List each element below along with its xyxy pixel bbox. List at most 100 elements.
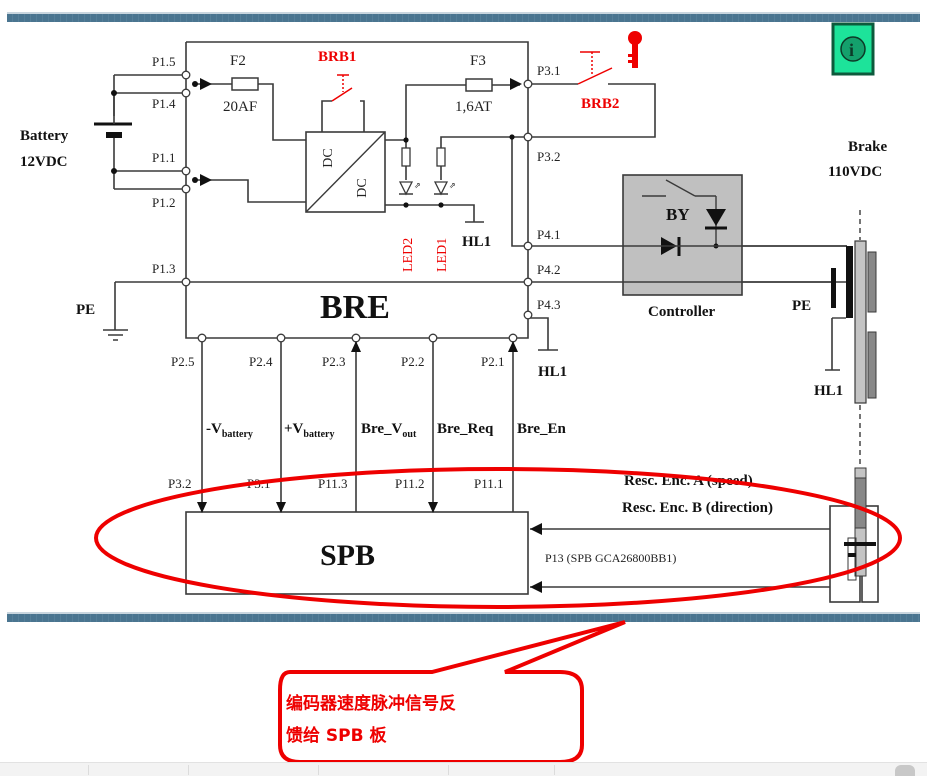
arrow-icon — [200, 78, 212, 90]
battery-voltage: 12VDC — [20, 154, 68, 170]
bre-frame-top — [186, 41, 529, 313]
footer-bar — [7, 612, 920, 622]
fuse-f2-icon — [231, 77, 259, 91]
battery-wires — [113, 74, 186, 190]
pin-label-p21: P2.1 — [481, 354, 504, 369]
brb1-wire — [321, 100, 365, 132]
junction-dot — [111, 168, 117, 174]
info-button[interactable]: i — [831, 22, 875, 76]
pin-label-p12: P1.2 — [152, 195, 175, 210]
battery-icon — [94, 93, 132, 138]
pin-label-p15: P1.5 — [152, 54, 175, 69]
pe-label: PE — [76, 302, 95, 318]
signal-main: Bre_Req — [437, 421, 494, 437]
encoder-icon — [844, 467, 876, 581]
arrow-down-icon — [276, 502, 286, 513]
arrow-up-icon — [508, 341, 518, 352]
signal-sub: out — [402, 429, 417, 440]
header-bar — [7, 12, 920, 22]
brake-voltage: 110VDC — [828, 164, 882, 180]
pe-ground-symbol — [103, 282, 128, 341]
arrow-up-icon — [351, 341, 361, 352]
led2-label: LED2 — [401, 238, 416, 272]
junction-dot — [438, 202, 444, 208]
spb-label: SPB — [320, 539, 375, 572]
signal-sub: battery — [222, 429, 253, 440]
brb2-loop — [528, 83, 656, 138]
led1-branch — [440, 136, 528, 180]
status-strip — [0, 762, 927, 776]
info-icon: i — [849, 40, 854, 60]
arrow-icon — [200, 174, 212, 186]
brake-pe-label: PE — [792, 298, 811, 314]
junction-dot — [403, 137, 409, 143]
fuse-f3-rating: 1,6AT — [455, 99, 492, 115]
junction-dot — [111, 90, 117, 96]
svg-text:⇗: ⇗ — [449, 181, 456, 190]
pin-label-p14: P1.4 — [152, 96, 176, 111]
hl1-label: HL1 — [462, 234, 491, 250]
brb2-switch-icon — [577, 51, 613, 85]
arrow-down-icon — [428, 502, 438, 513]
spb-pin-label: P11.2 — [395, 476, 425, 491]
svg-text:+Vbattery: +Vbattery — [284, 421, 335, 440]
junction-dot — [403, 202, 409, 208]
highlight-ellipse — [94, 467, 902, 609]
signal-labels: -Vbattery +Vbattery Bre_Vout Bre_Req Bre… — [206, 421, 567, 440]
hl1-label: HL1 — [814, 383, 843, 399]
pin-label-p41: P4.1 — [537, 227, 560, 242]
spb-pin-label: P11.1 — [474, 476, 504, 491]
junction-dot — [509, 134, 515, 140]
by-label: BY — [666, 205, 690, 224]
divider — [554, 765, 555, 775]
arrow-icon — [510, 78, 522, 90]
fuse-f2-name: F2 — [230, 53, 246, 69]
arrow-left-icon — [530, 581, 542, 593]
divider — [88, 765, 89, 775]
pin-label-p23: P2.3 — [322, 354, 345, 369]
dc-out-label: DC — [355, 178, 370, 197]
diode-icon — [706, 209, 726, 226]
spb-box — [185, 511, 529, 595]
f3-wire — [385, 84, 520, 141]
connector-pins — [181, 70, 533, 343]
battery-label: Battery — [20, 128, 69, 144]
pin-label-p13: P1.3 — [152, 261, 175, 276]
callout-line-1: 编码器速度脉冲信号反 — [286, 694, 456, 714]
led2-icon: ⇗ — [398, 147, 421, 196]
brake-icon — [831, 210, 877, 468]
p2-signal-lines — [201, 338, 514, 512]
pin-label-p31: P3.1 — [537, 63, 560, 78]
fuse-f3-name: F3 — [470, 53, 486, 69]
dcdc-converter: DC DC — [305, 131, 386, 213]
divider — [448, 765, 449, 775]
junction-dot — [192, 177, 198, 183]
pin-label-p32: P3.2 — [537, 149, 560, 164]
pin-label-p43: P4.3 — [537, 297, 560, 312]
key-icon — [628, 31, 642, 68]
callout-text: 编码器速度脉冲信号反 馈给 SPB 板 — [286, 688, 586, 752]
p43-hl1 — [528, 317, 558, 351]
junction-dot — [192, 81, 198, 87]
svg-text:⇗: ⇗ — [414, 181, 421, 190]
divider — [318, 765, 319, 775]
brake-hl1 — [825, 318, 840, 371]
hl1-label: HL1 — [538, 364, 567, 380]
p32-p41-link — [511, 137, 528, 247]
svg-text:Bre_Vout: Bre_Vout — [361, 421, 417, 440]
encoder-b-label: Resc. Enc. B (direction) — [622, 500, 773, 516]
p11-wire — [195, 179, 306, 203]
p13-connector-label: P13 (SPB GCA26800BB1) — [545, 551, 676, 565]
signal-sub: battery — [303, 429, 334, 440]
dcdc-ground-wire — [385, 204, 475, 222]
pin-label-p42: P4.2 — [537, 262, 560, 277]
fuse-f3-icon — [465, 78, 493, 92]
dc-in-label: DC — [321, 148, 336, 167]
arrow-left-icon — [530, 523, 542, 535]
led1-label: LED1 — [435, 238, 450, 272]
callout-bubble — [278, 620, 626, 764]
signal-main: Bre_En — [517, 421, 567, 437]
scroll-handle[interactable] — [895, 765, 915, 776]
led1-icon: ⇗ — [433, 147, 456, 196]
arrow-down-icon — [197, 502, 207, 513]
